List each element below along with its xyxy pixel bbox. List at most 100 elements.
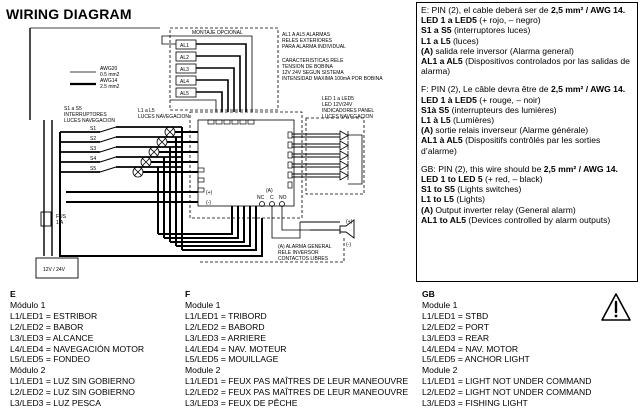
relay-label: AL3 [180, 67, 189, 73]
relay-label: AL4 [180, 79, 189, 85]
switch-label: INTERRUPTORES [64, 112, 107, 118]
note-line: S1 a S5 (interruptores luces) [421, 25, 633, 35]
legend-line: L5/LED5 = ANCHOR LIGHT [422, 354, 530, 365]
battery-label: 12V / 24V [43, 267, 66, 273]
note-term: (A) [421, 45, 433, 56]
lights-label: L1 a L5 [138, 108, 155, 114]
wire-legend-size: 2.5 mm2 [100, 84, 120, 90]
note-line: LED 1 à LED5 (+ rouge, – noir) [421, 95, 633, 105]
legend-line: L3/LED3 = REAR [422, 332, 490, 343]
relay-note: AL1 A AL5 ALARMAS [282, 32, 331, 38]
note-text: (Dispositifs contrôlés par les sorties d… [421, 135, 601, 156]
legend-header: F [185, 289, 191, 299]
legend-line: L3/LED3 = FISHING LIGHT [422, 398, 528, 409]
legend-english: GB Module 1 L1/LED1 = STBD L2/LED2 = POR… [422, 289, 597, 409]
legend-line: L1/LED1 = STBD [422, 310, 489, 321]
pin-note-prefix: GB: PIN (2), this wire should be [421, 163, 542, 174]
note-term: LED 1 à LED5 [421, 94, 477, 105]
relay-box-label: MONTAJE OPCIONAL [192, 30, 243, 36]
note-line: AL1 a AL5 (Dispositivos controlados por … [421, 56, 633, 76]
note-term: AL1 à AL5 [421, 135, 463, 146]
note-term: S1 a S5 [421, 25, 452, 36]
legend-french: F Module 1 L1/LED1 = TRIBORD L2/LED2 = B… [185, 289, 415, 409]
terminal-no: NO [279, 195, 287, 201]
legend-line: L2/LED2 = LUZ SIN GOBIERNO [10, 387, 135, 398]
alarm-label: RELE INVERSOR [278, 250, 319, 256]
note-line: AL1 to AL5 (Devices controlled by alarm … [421, 215, 633, 225]
legend-line: L4/LED4 = NAVEGACIÓN MOTOR [10, 343, 145, 354]
legend-line: L4/LED4 = NAV. MOTOR [422, 343, 519, 354]
notes-panel: E: PIN (2), el cable deberá ser de 2,5 m… [416, 2, 638, 282]
pin-note-prefix: E: PIN (2), el cable deberá ser de [421, 5, 549, 15]
legend-line: L2/LED2 = PORT [422, 321, 489, 332]
note-term: S1 to S5 [421, 184, 455, 195]
led-label: LED 1 a LED5 [322, 96, 354, 102]
legend-line: Módulo 1 [10, 299, 46, 310]
note-term: AL1 to AL5 [421, 214, 467, 225]
note-text: (+ rouge, – noir) [476, 94, 541, 105]
note-line: L1 à L5 (Lumières) [421, 115, 633, 125]
note-term: AL1 a AL5 [421, 56, 463, 67]
power-marker: (-) [206, 200, 211, 206]
legend-line: L1/LED1 = TRIBORD [185, 310, 267, 321]
note-text: Output inverter relay (General alarm) [432, 204, 576, 215]
pin-note: GB: PIN (2), this wire should be 2,5 mm²… [421, 164, 633, 174]
relay-label: AL5 [180, 91, 189, 97]
note-line: L1 to L5 (Lights) [421, 194, 633, 204]
switch-label: LUCES NAVEGACION [64, 118, 115, 124]
switch-id: S5 [90, 166, 96, 172]
note-line: (A) Output inverter relay (General alarm… [421, 205, 633, 215]
terminal-a: (A) [266, 188, 273, 194]
note-text: (Lumières) [450, 115, 495, 126]
switch-id: S4 [90, 156, 96, 162]
note-text: (+ rojo, – negro) [476, 15, 541, 26]
relay-label: AL2 [180, 55, 189, 61]
wire-legend-size: 0.5 mm2 [100, 72, 120, 78]
note-text: salida rele inversor (Alarma general) [432, 45, 574, 56]
note-line: LED 1 to LED 5 (+ red, – black) [421, 174, 633, 184]
notes-english: GB: PIN (2), this wire should be 2,5 mm²… [421, 164, 633, 225]
pin-note: F: PIN (2), Le câble devra être de 2,5 m… [421, 84, 633, 94]
note-line: S1à S5 (interrupteurs des lumières) [421, 105, 633, 115]
note-text: (interrupteurs des lumières) [449, 104, 557, 115]
note-term: L1 à L5 [421, 115, 451, 126]
note-term: L1 a L5 [421, 35, 451, 46]
wiring-diagram: MONTAJE OPCIONAL AL1 AL2 AL3 AL4 AL5 AL1… [29, 27, 383, 279]
legend-line: L1/LED1 = LUZ SIN GOBIERNO [10, 376, 135, 387]
legend-line: L2/LED2 = BABORD [185, 321, 265, 332]
note-text: (Lights) [453, 194, 485, 205]
alarm-label: CONTACTOS LIBRES [278, 256, 329, 262]
relay-spec: 12V 24V SEGUN SISTEMA [282, 70, 344, 76]
legend-line: Module 2 [185, 365, 221, 376]
relay-label: AL1 [180, 43, 189, 49]
pin-note-size: 2,5 mm² / AWG 14. [543, 163, 618, 174]
fuse-label: FUS [56, 214, 67, 220]
legend-line: L4/LED4 = NAV. MOTEUR [185, 343, 287, 354]
note-line: (A) salida rele inversor (Alarma general… [421, 46, 633, 56]
relay-spec: INTENSIDAD MAXIMA 100mA POR BOBINA [282, 76, 383, 82]
note-term: S1à S5 [421, 104, 450, 115]
switch-label: S1 a S5 [64, 106, 82, 112]
terminal-c: C [270, 195, 274, 201]
led-label: INDICADORES PANEL [322, 108, 374, 114]
pin-note-size: 2,5 mm² / AWG 14. [550, 5, 626, 15]
power-marker: (+) [206, 190, 213, 196]
note-line: L1 a L5 (luces) [421, 36, 633, 46]
note-text: sortie relais inverseur (Alarme générale… [432, 125, 589, 136]
fuse-label: 1 A [56, 220, 64, 226]
switch-id: S2 [90, 136, 96, 142]
legend-line: L5/LED5 = MOUILLAGE [185, 354, 279, 365]
note-text: (Devices controlled by alarm outputs) [466, 214, 611, 225]
pin-note-prefix: F: PIN (2), Le câble devra être de [421, 84, 549, 95]
wire-legend-code: AWG14 [100, 78, 118, 84]
note-line: LED 1 a LED5 (+ rojo, – negro) [421, 15, 633, 25]
legend-spanish: E Módulo 1 L1/LED1 = ESTRIBOR L2/LED2 = … [10, 289, 180, 409]
legend-line: L3/LED3 = ALCANCE [10, 332, 94, 343]
legend-line: Module 1 [185, 299, 221, 310]
legend-line: Módulo 2 [10, 365, 46, 376]
legend-line: L2/LED2 = LIGHT NOT UNDER COMMAND [422, 387, 592, 398]
legend-header: GB [422, 289, 435, 299]
note-line: AL1 à AL5 (Dispositifs contrôlés par les… [421, 135, 633, 155]
terminal-nc: NC [257, 195, 265, 201]
pin-note: E: PIN (2), el cable deberá ser de 2,5 m… [421, 5, 633, 15]
